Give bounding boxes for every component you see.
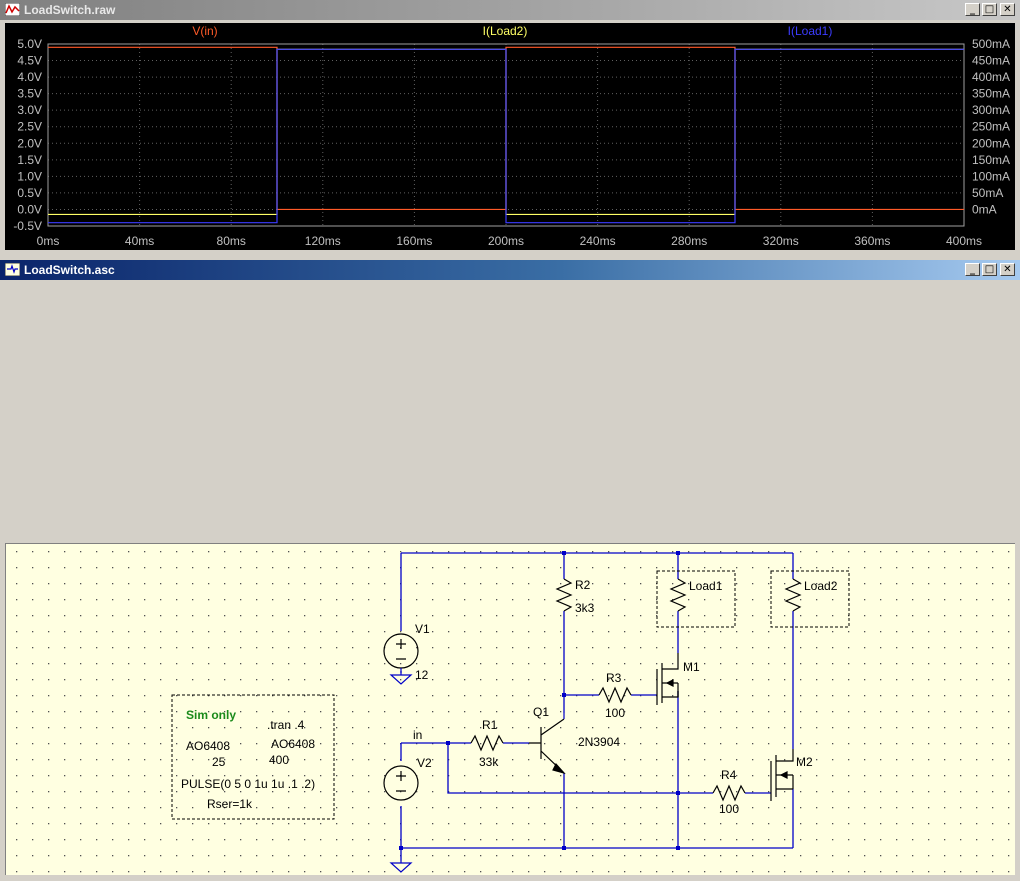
r4-name-label[interactable]: R4: [721, 768, 737, 782]
right-tick-label: 200mA: [972, 136, 1010, 150]
trace-label-vin[interactable]: V(in): [192, 24, 217, 38]
plot-grid: [47, 43, 965, 227]
right-tick-label: 300mA: [972, 103, 1010, 117]
schematic-canvas[interactable]: V1 12 V2 in R1 33k R2 3k3 R3 100 R4 100 …: [5, 543, 1016, 876]
close-button[interactable]: ✕: [1000, 3, 1015, 16]
left-tick-label: 3.5V: [17, 87, 42, 101]
waveform-plot[interactable]: 5.0V 4.5V 4.0V 3.5V 3.0V 2.5V 2.0V 1.5V 1.0V 0.5V…: [5, 23, 1015, 250]
value-b-label[interactable]: 400: [269, 753, 289, 767]
r3-name-label[interactable]: R3: [606, 671, 622, 685]
waveform-window: LoadSwitch.raw _ □ ✕ 5.0V 4.5V 4.0V 3.5V 3.0…: [0, 0, 1020, 256]
x-tick-label: 280ms: [671, 234, 707, 248]
right-tick-label: 500mA: [972, 37, 1010, 51]
x-tick-label: 200ms: [488, 234, 524, 248]
minimize-button[interactable]: _: [965, 263, 980, 276]
right-tick-label: 250mA: [972, 120, 1010, 134]
waveform-window-title: LoadSwitch.raw: [24, 3, 116, 17]
grid-dots: [6, 544, 1016, 876]
v1-value-label[interactable]: 12: [415, 668, 429, 682]
schematic-drawing[interactable]: V1 12 V2 in R1 33k R2 3k3 R3 100 R4 100 …: [6, 544, 1016, 876]
left-tick-label: -0.5V: [13, 219, 42, 233]
rser-label[interactable]: Rser=1k: [207, 797, 253, 811]
x-tick-label: 0ms: [37, 234, 60, 248]
left-tick-label: 5.0V: [17, 37, 42, 51]
maximize-button[interactable]: □: [982, 3, 997, 16]
x-tick-label: 120ms: [305, 234, 341, 248]
sim-only-label[interactable]: Sim only: [186, 708, 236, 722]
q1-name-label[interactable]: Q1: [533, 705, 549, 719]
left-tick-label: 3.0V: [17, 103, 42, 117]
right-tick-label: 150mA: [972, 153, 1010, 167]
schematic-window-title: LoadSwitch.asc: [24, 263, 115, 277]
minimize-button[interactable]: _: [965, 3, 980, 16]
r3-value-label[interactable]: 100: [605, 706, 625, 720]
right-tick-label: 0mA: [972, 202, 997, 216]
traces: [48, 46, 964, 224]
v1-name-label[interactable]: V1: [415, 622, 430, 636]
right-tick-label: 450mA: [972, 54, 1010, 68]
right-axis-ticks: 500mA 450mA 400mA 350mA 300mA 250mA 200mA 150mA…: [972, 37, 1010, 216]
r2-name-label[interactable]: R2: [575, 578, 591, 592]
x-tick-label: 160ms: [396, 234, 432, 248]
r4-value-label[interactable]: 100: [719, 802, 739, 816]
r2-resistor[interactable]: [555, 578, 573, 612]
x-tick-label: 240ms: [580, 234, 616, 248]
left-tick-label: 4.5V: [17, 54, 42, 68]
v2-name-label[interactable]: V2: [417, 756, 432, 770]
left-tick-label: 4.0V: [17, 70, 42, 84]
maximize-button[interactable]: □: [982, 263, 997, 276]
schematic-app-icon: [5, 263, 20, 276]
m1-name-label[interactable]: M1: [683, 660, 700, 674]
right-tick-label: 50mA: [972, 186, 1003, 200]
right-tick-label: 400mA: [972, 70, 1010, 84]
trace-label-iload1[interactable]: I(Load1): [788, 24, 833, 38]
schematic-window: LoadSwitch.asc _ □ ✕: [0, 260, 1020, 876]
right-tick-label: 350mA: [972, 87, 1010, 101]
load1-resistor[interactable]: [669, 578, 687, 612]
load2-label[interactable]: Load2: [804, 579, 838, 593]
m2-name-label[interactable]: M2: [796, 755, 813, 769]
trace-iload1: [48, 48, 964, 224]
schematic-titlebar[interactable]: LoadSwitch.asc _ □ ✕: [0, 260, 1020, 280]
x-axis-ticks: 0ms 40ms 80ms 120ms 160ms 200ms 240ms 280ms 320m…: [37, 234, 982, 248]
q1-model-label[interactable]: 2N3904: [578, 735, 620, 749]
waveform-titlebar[interactable]: LoadSwitch.raw _ □ ✕: [0, 0, 1020, 20]
waveform-app-icon: [5, 3, 20, 16]
x-tick-label: 320ms: [763, 234, 799, 248]
net-in-label[interactable]: in: [413, 728, 422, 742]
x-tick-label: 360ms: [854, 234, 890, 248]
waveform-plot-pane[interactable]: 5.0V 4.5V 4.0V 3.5V 3.0V 2.5V 2.0V 1.5V 1.0V 0.5V…: [5, 23, 1015, 250]
right-tick-label: 100mA: [972, 169, 1010, 183]
load2-resistor[interactable]: [784, 578, 802, 612]
model-a-label[interactable]: AO6408: [186, 739, 230, 753]
left-tick-label: 0.5V: [17, 186, 42, 200]
left-axis-ticks: 5.0V 4.5V 4.0V 3.5V 3.0V 2.5V 2.0V 1.5V 1.0V 0.5V…: [13, 37, 42, 233]
tran-directive[interactable]: .tran .4: [267, 718, 305, 732]
left-tick-label: 1.5V: [17, 153, 42, 167]
left-tick-label: 2.5V: [17, 120, 42, 134]
r2-value-label[interactable]: 3k3: [575, 601, 595, 615]
load1-label[interactable]: Load1: [689, 579, 723, 593]
r1-name-label[interactable]: R1: [482, 718, 498, 732]
pulse-spec-label[interactable]: PULSE(0 5 0 1u 1u .1 .2): [181, 777, 315, 791]
x-tick-label: 80ms: [217, 234, 246, 248]
x-tick-label: 400ms: [946, 234, 982, 248]
trace-label-iload2[interactable]: I(Load2): [483, 24, 528, 38]
x-tick-label: 40ms: [125, 234, 154, 248]
left-tick-label: 1.0V: [17, 169, 42, 183]
left-tick-label: 2.0V: [17, 136, 42, 150]
left-tick-label: 0.0V: [17, 202, 42, 216]
value-a-label[interactable]: 25: [212, 755, 226, 769]
plot-frame: [47, 43, 965, 227]
r1-value-label[interactable]: 33k: [479, 755, 499, 769]
model-b-label[interactable]: AO6408: [271, 737, 315, 751]
close-button[interactable]: ✕: [1000, 263, 1015, 276]
